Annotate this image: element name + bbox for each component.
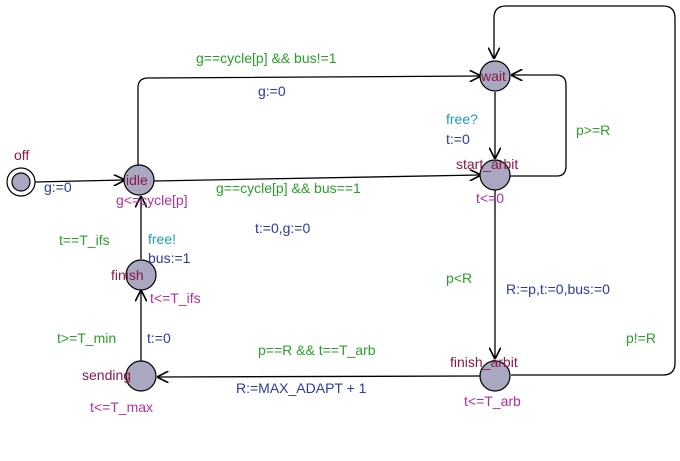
edge-off-to-idle <box>34 180 124 182</box>
assign-start-arbit-finish-arbit: R:=p,t:=0,bus:=0 <box>506 281 610 297</box>
edge-finish-arbit-to-wait <box>494 5 676 376</box>
assign-sending-finish: t:=0 <box>147 330 171 346</box>
location-name-off: off <box>14 147 29 163</box>
edge-finish-arbit-to-sending <box>158 376 481 377</box>
location-name-wait: wait <box>480 68 506 84</box>
guard-idle-start-arbit: g==cycle[p] && bus==1 <box>216 180 361 196</box>
guard-start-arbit-wait: p>=R <box>576 122 610 138</box>
location-name-idle: idle <box>126 172 148 188</box>
invariant-sending: t<=T_max <box>90 399 153 415</box>
location-sending[interactable] <box>125 360 157 392</box>
location-idle[interactable] <box>123 164 155 196</box>
sync-finish-idle: free! <box>148 231 176 247</box>
location-finish-arbit[interactable] <box>479 360 511 392</box>
guard-finish-idle: t==T_ifs <box>59 232 110 248</box>
guard-start-arbit-finish-arbit: p<R <box>446 270 472 286</box>
assign-finish-idle: bus:=1 <box>148 250 191 266</box>
location-start-arbit[interactable] <box>479 159 511 191</box>
initial-ring <box>6 167 36 197</box>
assign-idle-wait: g:=0 <box>258 83 286 99</box>
invariant-finish-arbit: t<=T_arb <box>464 393 521 409</box>
location-name-start-arbit: start_arbit <box>456 156 518 172</box>
assign-finish-arbit-sending: R:=MAX_ADAPT + 1 <box>236 380 367 396</box>
assign-wait-start-arbit: t:=0 <box>446 131 470 147</box>
guard-finish-arbit-wait: p!=R <box>626 330 656 346</box>
location-off[interactable] <box>11 172 31 192</box>
assign-idle-start-arbit: t:=0,g:=0 <box>255 220 310 236</box>
sync-wait-start-arbit: free? <box>446 111 478 127</box>
invariant-finish: t<=T_ifs <box>150 290 201 306</box>
edge-idle-to-start-arbit <box>153 175 480 182</box>
assign-off-idle: g:=0 <box>44 179 72 195</box>
invariant-idle: g<=cycle[p] <box>116 192 188 208</box>
edge-start-arbit-to-wait <box>510 75 567 177</box>
guard-idle-wait: g==cycle[p] && bus!=1 <box>196 50 337 66</box>
invariant-start-arbit: t<=0 <box>476 190 504 206</box>
location-finish[interactable] <box>125 259 157 291</box>
edge-idle-to-wait <box>137 76 480 168</box>
location-wait[interactable] <box>479 60 511 92</box>
location-name-sending: sending <box>82 367 131 383</box>
location-name-finish-arbit: finish_arbit <box>450 354 518 370</box>
location-name-finish: finish <box>111 267 144 283</box>
guard-finish-arbit-sending: p==R && t==T_arb <box>258 342 376 358</box>
guard-sending-finish: t>=T_min <box>57 330 116 346</box>
